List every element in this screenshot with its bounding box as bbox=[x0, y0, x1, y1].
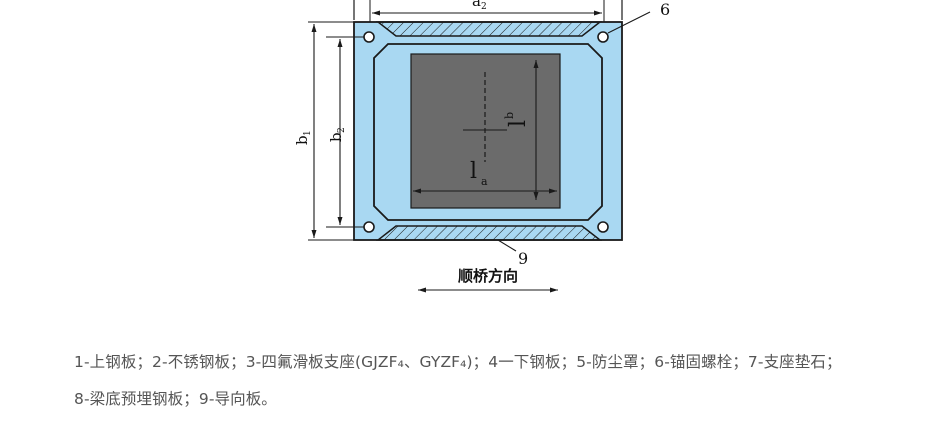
dim-la-subscript: a bbox=[481, 175, 488, 188]
dim-la-arrow-left bbox=[413, 188, 421, 194]
dim-b1-label: b bbox=[293, 135, 311, 145]
dim-a2-arrow-right bbox=[594, 10, 602, 16]
dim-b2-arrow-bottom bbox=[337, 217, 343, 225]
caption-legend-line-1: 1-上钢板；2-不锈钢板；3-四氟滑板支座(GJZF₄、GYZF₄)；4一下钢板… bbox=[74, 353, 842, 371]
callout-9-label: 9 bbox=[518, 249, 528, 268]
dim-a2-subscript: 2 bbox=[481, 2, 487, 12]
inner-plate-outline bbox=[373, 43, 603, 221]
bearing-plan-diagram: a 2 l a l b b 1 b 2 6 bbox=[293, 0, 670, 293]
dim-b2-label: b bbox=[327, 132, 345, 142]
bridge-direction-label: 顺桥方向 bbox=[458, 267, 518, 285]
anchor-bolt-hole-top-left bbox=[363, 31, 375, 43]
dim-a2-label: a bbox=[472, 0, 481, 10]
dim-la-label: l bbox=[470, 159, 477, 184]
dim-la-arrow-right bbox=[549, 188, 557, 194]
dim-lb-arrow-top bbox=[533, 60, 539, 68]
callout-6-label: 6 bbox=[660, 0, 670, 19]
dim-b1-arrow-bottom bbox=[311, 230, 317, 238]
dim-b2-arrow-top bbox=[337, 39, 343, 47]
callout-6-leader bbox=[607, 11, 651, 34]
guide-plate-bottom bbox=[375, 225, 603, 241]
dim-lb-arrow-bottom bbox=[533, 192, 539, 200]
anchor-bolt-hole-top-right bbox=[597, 31, 609, 43]
caption-legend-line-2: 8-梁底预埋钢板；9-导向板。 bbox=[74, 390, 277, 408]
dim-lb-label: l bbox=[506, 120, 531, 127]
dim-lb-subscript: b bbox=[503, 112, 516, 119]
dim-b1-subscript: 1 bbox=[303, 130, 313, 136]
dim-b2-subscript: 2 bbox=[337, 127, 347, 133]
bridge-direction-arrow-left bbox=[418, 287, 426, 293]
dim-b1-arrow-top bbox=[311, 24, 317, 32]
anchor-bolt-hole-bottom-right bbox=[597, 221, 609, 233]
anchor-bolt-hole-bottom-left bbox=[363, 221, 375, 233]
guide-plate-top bbox=[375, 21, 603, 37]
bridge-direction-arrow-right bbox=[550, 287, 558, 293]
callout-9-leader bbox=[497, 239, 517, 252]
dim-a2-arrow-left bbox=[372, 10, 380, 16]
